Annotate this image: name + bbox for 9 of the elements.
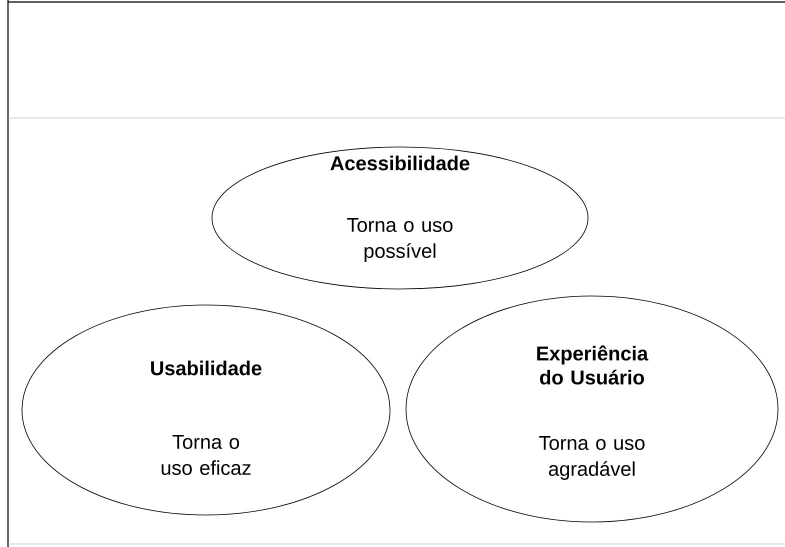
ellipse-heading: Usabilidade <box>151 360 262 376</box>
ellipse <box>406 296 778 522</box>
ellipse-heading: Acessibilidade <box>330 156 470 170</box>
ellipse-text: Torna o uso agradável <box>539 436 644 480</box>
ellipse-heading: Experiência do Usuário <box>537 345 648 385</box>
ellipse <box>22 304 390 516</box>
ellipse-text: Torna o uso possível <box>347 218 452 262</box>
ellipse-text: Torna o uso eficaz <box>162 435 251 475</box>
ellipse <box>212 146 588 290</box>
